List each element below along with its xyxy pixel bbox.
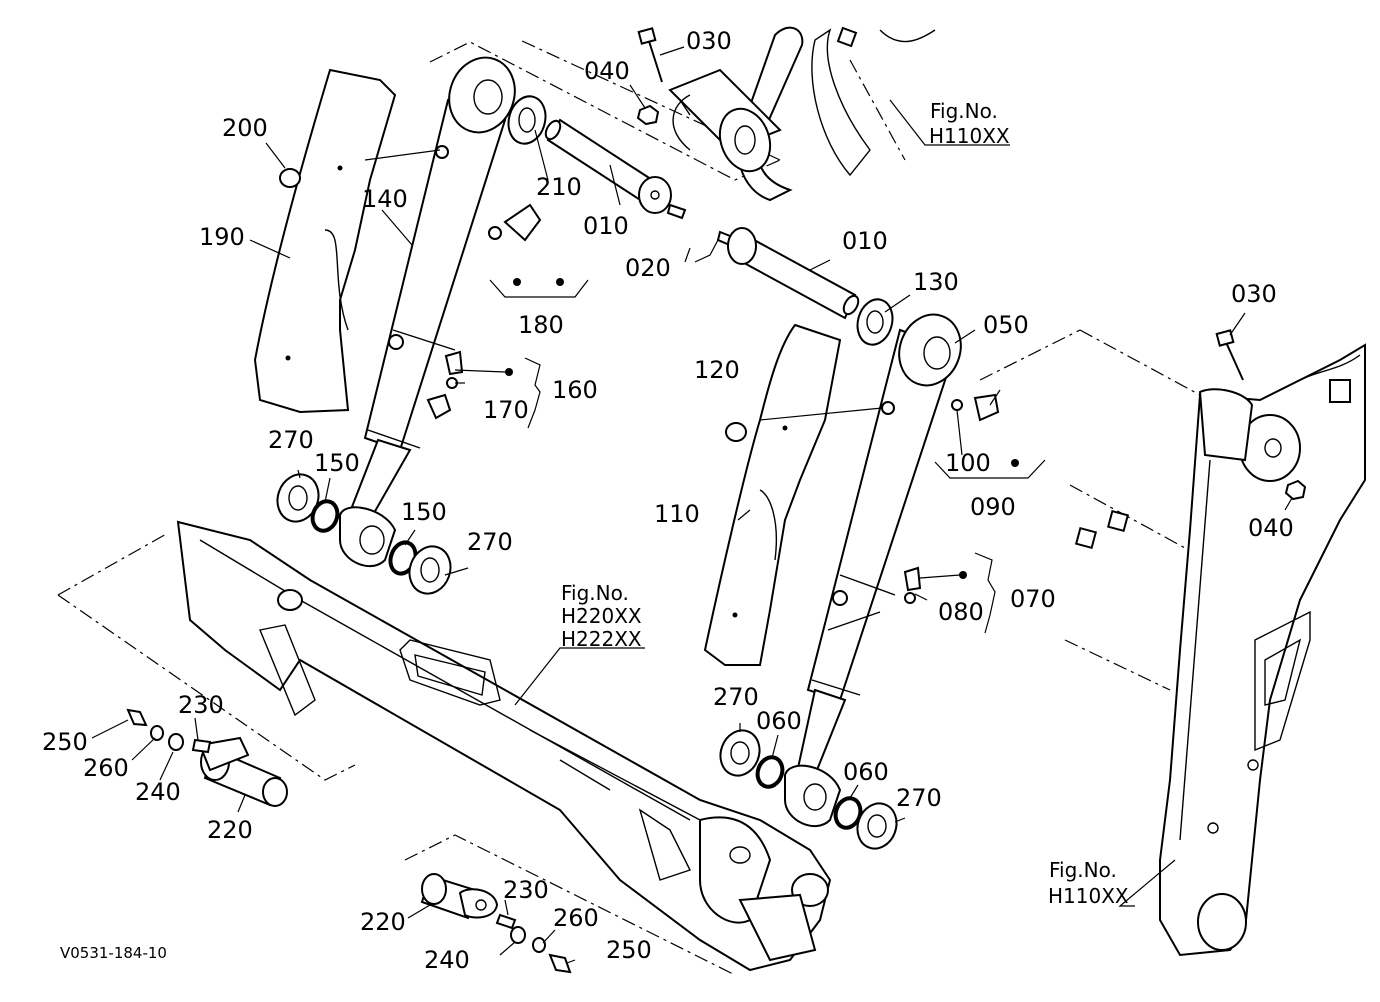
label-220-bottom: 220 — [360, 908, 406, 936]
label-030-right: 030 — [1231, 280, 1277, 308]
label-040-top: 040 — [584, 57, 630, 85]
pin-010-right — [727, 227, 860, 320]
label-030-top: 030 — [686, 27, 732, 55]
figure-ref-bottom-line1: Fig.No. — [1049, 858, 1117, 882]
figure-ref-middle-line2: H220XX — [561, 604, 642, 628]
washer-130 — [856, 298, 894, 346]
label-060-a: 060 — [756, 707, 802, 735]
label-270-d: 270 — [896, 784, 942, 812]
grease-nipple-230-left — [191, 738, 212, 754]
label-070: 070 — [1010, 585, 1056, 613]
boom-lower — [176, 520, 832, 972]
bolt-250-bottom — [548, 953, 572, 974]
washer-270-right-b — [856, 802, 898, 850]
figure-ref-top-line2: H110XX — [929, 124, 1010, 148]
figure-ref-middle: Fig.No. H220XX H222XX — [561, 581, 642, 651]
label-270-a: 270 — [268, 426, 314, 454]
label-130: 130 — [913, 268, 959, 296]
collar-240-left — [168, 733, 184, 751]
grease-nipple-230-bottom — [495, 913, 517, 930]
figure-ref-middle-line1: Fig.No. — [561, 581, 629, 605]
washer-260-bottom — [532, 937, 546, 953]
label-020: 020 — [625, 254, 671, 282]
figure-ref-bottom-line2: H110XX — [1048, 884, 1129, 908]
washer-270-left-a — [276, 473, 320, 523]
washer-260-left — [150, 725, 164, 741]
label-270-c: 270 — [713, 683, 759, 711]
grease-nipple-020-top — [666, 203, 687, 220]
figure-ref-top: Fig.No. H110XX — [929, 99, 1010, 148]
o-ring-060-right-a — [755, 755, 785, 789]
pin-220-left — [198, 736, 288, 807]
label-180: 180 — [518, 311, 564, 339]
label-040-right: 040 — [1248, 514, 1294, 542]
bolt-120 — [725, 422, 747, 442]
label-260-bottom: 260 — [553, 904, 599, 932]
guard-110 — [703, 323, 842, 666]
label-170: 170 — [483, 396, 529, 424]
label-010-right: 010 — [842, 227, 888, 255]
figure-ref-top-line1: Fig.No. — [930, 99, 998, 123]
label-120: 120 — [694, 356, 740, 384]
label-150-b: 150 — [401, 498, 447, 526]
leader-lines — [91, 46, 1293, 964]
label-220-left: 220 — [207, 816, 253, 844]
label-190: 190 — [199, 223, 245, 251]
bolt-030-top — [637, 27, 663, 83]
label-110: 110 — [654, 500, 700, 528]
label-230-bottom: 230 — [503, 876, 549, 904]
label-160: 160 — [552, 376, 598, 404]
figure-ref-middle-line3: H222XX — [561, 627, 642, 651]
label-250-bottom: 250 — [606, 936, 652, 964]
label-270-b: 270 — [467, 528, 513, 556]
label-080: 080 — [938, 598, 984, 626]
guard-190 — [253, 68, 397, 414]
label-010-top: 010 — [583, 212, 629, 240]
label-090: 090 — [970, 493, 1016, 521]
washer-270-left-b — [408, 545, 452, 595]
pin-010-top — [544, 118, 672, 214]
o-ring-150-left-a — [310, 499, 340, 533]
pin-220-bottom — [420, 873, 499, 920]
blocks — [1074, 509, 1130, 550]
reference-outlines — [57, 39, 1201, 976]
label-250-left: 250 — [42, 728, 88, 756]
fitting-180 — [488, 203, 589, 298]
bolt-030-right — [1215, 329, 1244, 381]
label-200: 200 — [222, 114, 268, 142]
nut-040-top — [636, 104, 660, 126]
boom-right — [1159, 343, 1366, 957]
fitting-160 — [444, 350, 541, 429]
part-labels: 030 040 200 210 140 010 190 010 020 130 … — [42, 27, 1294, 974]
label-050: 050 — [983, 311, 1029, 339]
bolt-250-left — [126, 708, 148, 727]
label-240-left: 240 — [135, 778, 181, 806]
label-230-left: 230 — [178, 691, 224, 719]
bolt-200 — [279, 168, 301, 188]
label-060-b: 060 — [843, 758, 889, 786]
washer-270-right-a — [719, 729, 761, 777]
label-150-a: 150 — [314, 449, 360, 477]
fitting-070 — [903, 552, 996, 634]
cylinder-140 — [339, 56, 516, 567]
washer-210 — [507, 95, 547, 145]
cylinder-right — [784, 313, 962, 827]
label-240-bottom: 240 — [424, 946, 470, 974]
label-210: 210 — [536, 173, 582, 201]
label-260-left: 260 — [83, 754, 129, 782]
boom-link-top — [668, 26, 936, 202]
collar-240-bottom — [510, 926, 526, 944]
figure-ref-bottom: Fig.No. H110XX — [1048, 858, 1129, 908]
nut-040-right — [1284, 479, 1307, 501]
label-100: 100 — [945, 449, 991, 477]
drawing-code: V0531-184-10 — [60, 944, 167, 962]
label-140: 140 — [362, 185, 408, 213]
